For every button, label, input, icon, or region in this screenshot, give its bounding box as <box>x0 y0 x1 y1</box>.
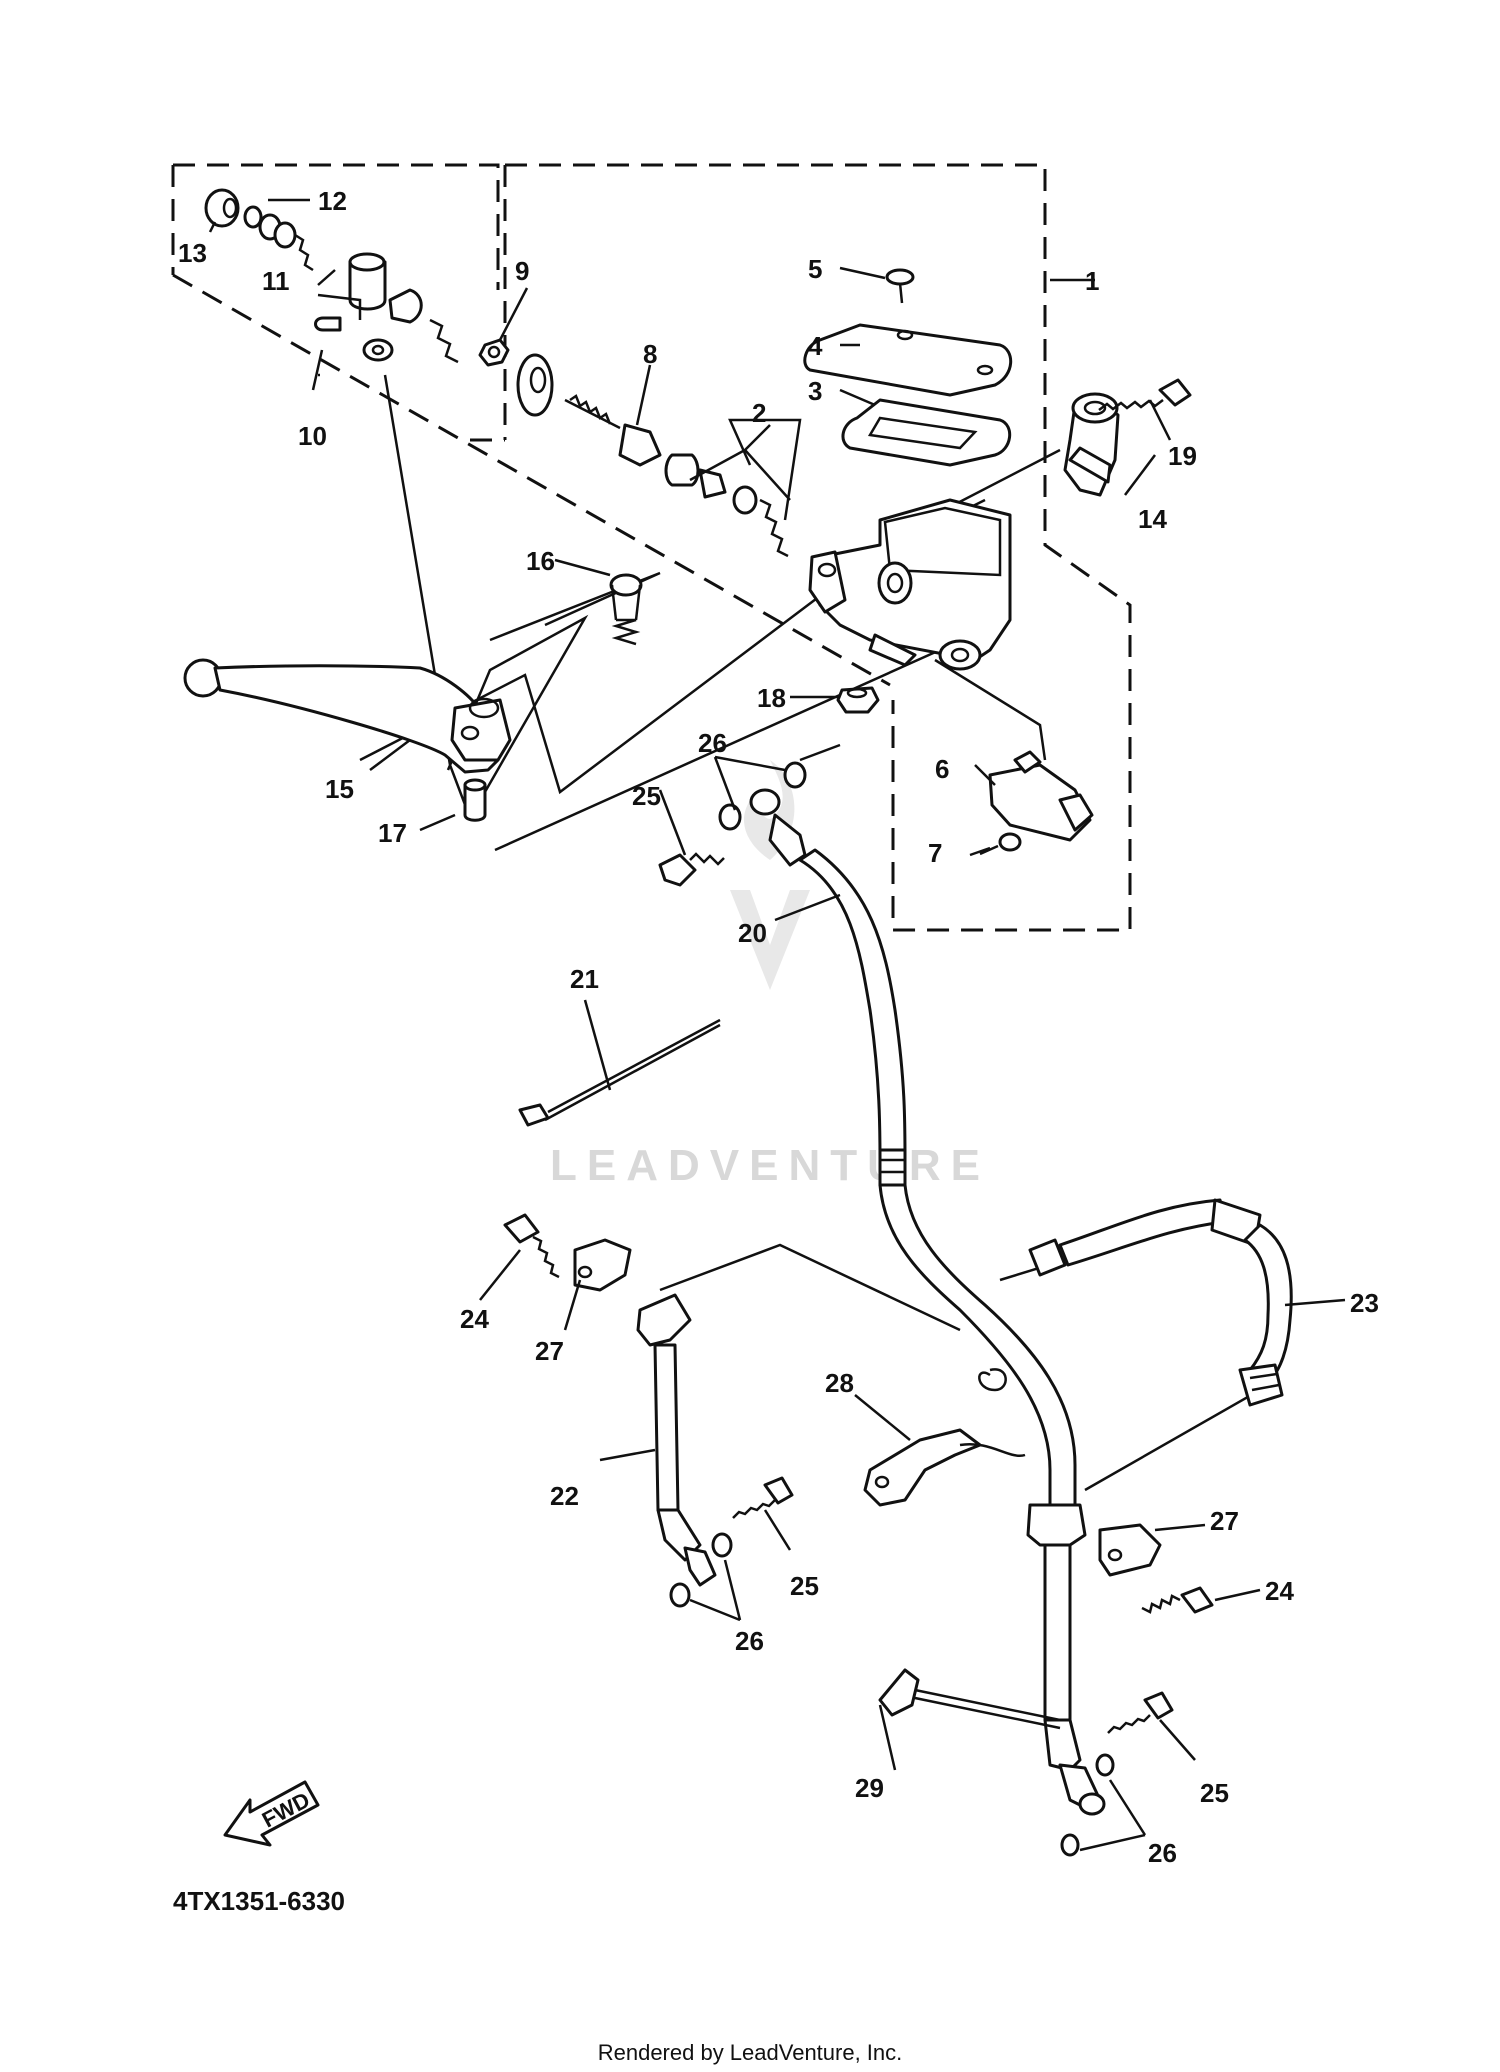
assembly-outline-1 <box>470 163 1132 932</box>
part-9-nut <box>478 338 510 367</box>
part-26-washer-mid <box>669 1532 733 1608</box>
callout-20: 20 <box>738 918 767 948</box>
part-8-pushrod <box>516 353 662 467</box>
callout-5: 5 <box>808 254 822 284</box>
part-14-holder <box>1063 392 1120 497</box>
watermark-text: LEADVENTURE <box>550 1141 990 1190</box>
callout-21: 21 <box>570 964 599 994</box>
callout-8: 8 <box>643 339 657 369</box>
part-13-boot <box>204 188 240 228</box>
part-21-cable-tie <box>518 1018 721 1127</box>
part-26-washer-upper <box>718 761 807 831</box>
callout-leaders <box>208 198 1346 1852</box>
callout-26-lower: 26 <box>1148 1838 1177 1868</box>
callout-1: 1 <box>1085 266 1099 296</box>
callout-17: 17 <box>378 818 407 848</box>
part-7-screw <box>979 832 1022 856</box>
callout-27-right: 27 <box>1210 1506 1239 1536</box>
part-23-brake-hose <box>1028 1198 1293 1407</box>
part-25-bolt-mid <box>732 1476 794 1519</box>
callout-25-lower: 25 <box>1200 1778 1229 1808</box>
part-24-bolt-left <box>503 1213 560 1279</box>
part-29-clamp <box>878 1668 1061 1730</box>
assembly-outline-10 <box>171 163 891 687</box>
part-16-bolt <box>609 573 643 646</box>
part-25-bolt-upper <box>658 852 725 887</box>
callout-26-mid: 26 <box>735 1626 764 1656</box>
callout-25-mid: 25 <box>790 1571 819 1601</box>
callout-13: 13 <box>178 238 207 268</box>
callout-19: 19 <box>1168 441 1197 471</box>
callout-4: 4 <box>808 331 823 361</box>
callout-7: 7 <box>928 838 942 868</box>
part-22-brake-hose <box>636 1293 717 1587</box>
callout-2: 2 <box>752 398 766 428</box>
callout-23: 23 <box>1350 1288 1379 1318</box>
part-3-diaphragm <box>841 398 1011 467</box>
part-6-brake-switch <box>988 750 1094 842</box>
part-26-washer-lower <box>1060 1753 1115 1857</box>
callout-labels: 1 2 3 4 5 6 7 8 9 10 11 12 13 14 15 16 1… <box>178 186 1379 1868</box>
callout-10: 10 <box>298 421 327 451</box>
callout-26-upper: 26 <box>698 728 727 758</box>
callout-15: 15 <box>325 774 354 804</box>
part-27-clamp-right <box>1098 1523 1162 1577</box>
callout-14: 14 <box>1138 504 1167 534</box>
part-17-collar <box>463 778 487 822</box>
part-12-circlip <box>243 205 314 272</box>
callout-28: 28 <box>825 1368 854 1398</box>
callout-16: 16 <box>526 546 555 576</box>
part-2-piston-kit <box>664 453 789 558</box>
part-5-screw <box>885 268 915 304</box>
callout-18: 18 <box>757 683 786 713</box>
callout-29: 29 <box>855 1773 884 1803</box>
part-27-clamp-left <box>573 1238 632 1292</box>
callout-6: 6 <box>935 754 949 784</box>
callout-9: 9 <box>515 256 529 286</box>
part-11-switch <box>314 252 459 364</box>
part-19-bolt <box>1098 378 1192 411</box>
callout-25-upper: 25 <box>632 781 661 811</box>
callout-22: 22 <box>550 1481 579 1511</box>
render-credit: Rendered by LeadVenture, Inc. <box>598 2040 903 2065</box>
part-25-bolt-lower <box>1107 1691 1174 1734</box>
part-28-clamp <box>863 1368 1026 1507</box>
callout-12: 12 <box>318 186 347 216</box>
part-15-lever <box>183 658 512 774</box>
guide-lines <box>359 374 1261 1492</box>
part-18-nut <box>836 686 880 714</box>
part-4-reservoir-cap <box>803 323 1013 397</box>
callout-24-right: 24 <box>1265 1576 1294 1606</box>
callout-24-left: 24 <box>460 1304 489 1334</box>
callout-3: 3 <box>808 376 822 406</box>
diagram-code: 4TX1351-6330 <box>173 1886 345 1916</box>
master-cylinder-body <box>808 498 1012 671</box>
callout-27-left: 27 <box>535 1336 564 1366</box>
part-24-bolt-right <box>1141 1586 1214 1614</box>
fwd-arrow-icon: FWD <box>223 1780 320 1847</box>
brake-hose-main <box>878 1148 1106 1816</box>
callout-11: 11 <box>262 266 290 296</box>
